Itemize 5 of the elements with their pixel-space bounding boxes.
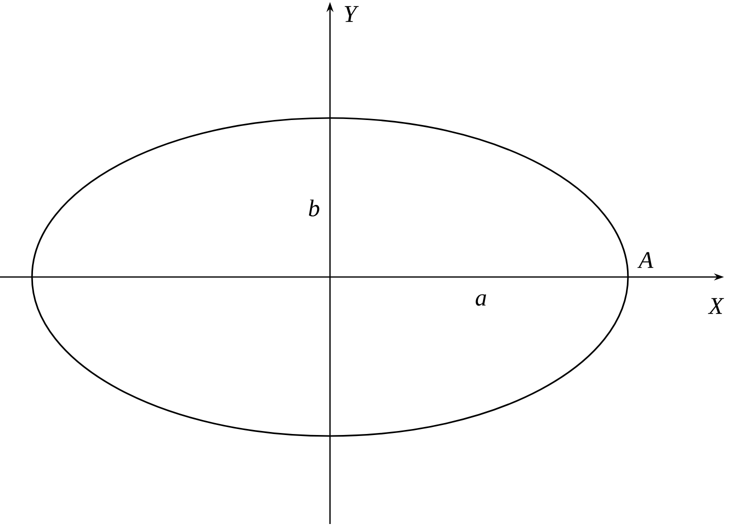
- length-label: a: [476, 294, 486, 306]
- axis-label: X: [708, 298, 724, 314]
- point-label: A: [637, 252, 654, 268]
- axis-label: Y: [344, 6, 359, 22]
- length-label: b: [308, 200, 320, 216]
